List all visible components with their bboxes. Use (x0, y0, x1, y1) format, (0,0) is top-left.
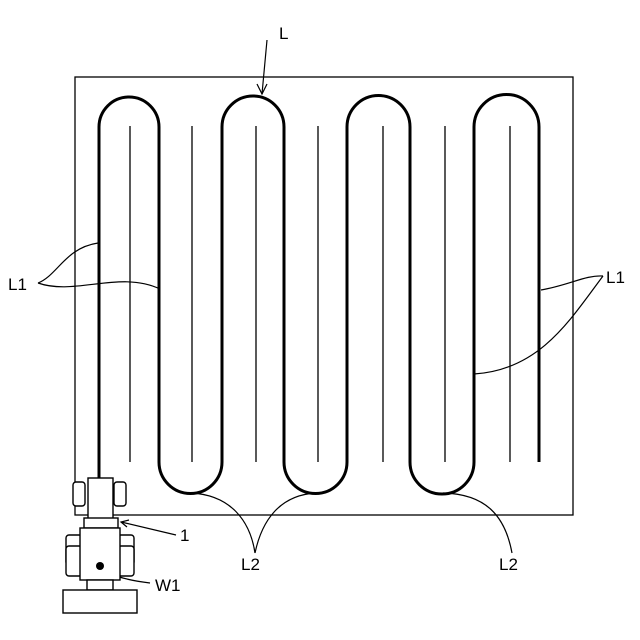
leader-machine (121, 522, 176, 535)
label-turn-right: L2 (499, 555, 518, 574)
reference-lines (130, 126, 510, 462)
hitch (87, 580, 113, 590)
leader-turn-b (443, 493, 512, 553)
tractor-hood (88, 478, 113, 520)
tractor-deck (84, 518, 118, 528)
tractor-cab (80, 528, 120, 580)
field-boundary (75, 77, 573, 515)
label-turn-middle: L2 (241, 555, 260, 574)
travel-route (99, 95, 539, 495)
work-unit-point (96, 562, 104, 570)
label-straight-left: L1 (8, 275, 27, 294)
label-straight-right: L1 (606, 268, 625, 287)
leader-straight-a1 (38, 243, 98, 283)
label-work-unit: W1 (155, 576, 181, 595)
tractor (63, 478, 137, 613)
leader-turn-a1 (191, 493, 255, 553)
front-wheel-left (73, 482, 85, 506)
front-wheel-right (114, 482, 126, 506)
work-implement (63, 590, 137, 613)
leader-turn-a2 (255, 493, 316, 553)
label-machine: 1 (180, 526, 189, 545)
label-route: L (279, 24, 288, 43)
